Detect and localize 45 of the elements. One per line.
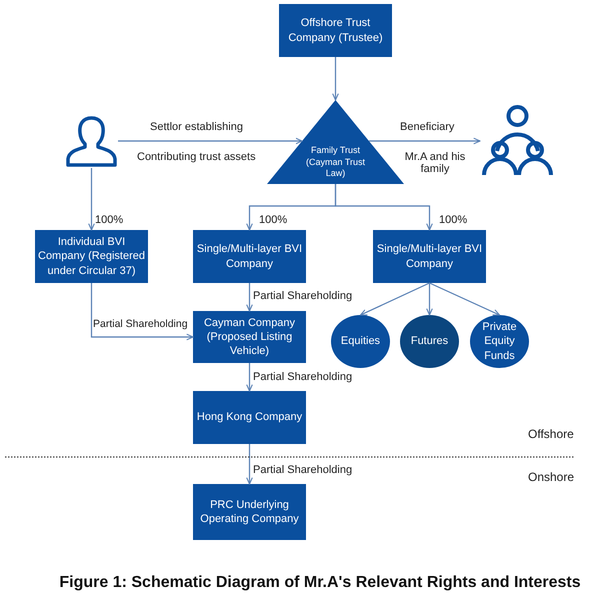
edge-label: 100% <box>259 214 288 226</box>
node-text: Single/Multi-layer BVI Company <box>376 242 483 271</box>
company-box <box>193 391 306 444</box>
node-text: Cayman Company (Proposed Listing Vehicle) <box>202 316 296 358</box>
node-text: Equities <box>340 334 380 349</box>
arrow <box>332 57 339 101</box>
arrow <box>90 283 194 340</box>
arrow <box>118 138 303 144</box>
edge-label: Partial Shareholding <box>93 318 188 330</box>
figure-caption: Figure 1: Schematic Diagram of Mr.A's Relevant Rights and Interests <box>58 574 582 592</box>
note-label: Contributing trust assets <box>137 151 256 163</box>
company-box <box>193 311 306 363</box>
company-box <box>193 230 306 283</box>
company-box <box>193 484 306 540</box>
node-text: Futures <box>410 334 448 349</box>
node-text: Family Trust (Cayman Trust Law) <box>304 144 366 180</box>
arrow <box>246 283 253 312</box>
edge-label: 100% <box>95 214 124 226</box>
arrow <box>429 282 500 316</box>
edge-label: 100% <box>439 214 468 226</box>
node-text: Private Equity Funds <box>481 320 518 363</box>
person-icon <box>65 115 118 168</box>
node-text: Offshore Trust Company (Trustee) <box>287 16 384 45</box>
note-label: Onshore <box>528 470 574 484</box>
arrow <box>426 283 433 316</box>
edge-label: Partial Shareholding <box>253 371 352 383</box>
node-text: Individual BVI Company (Registered under Circular 37) <box>38 235 145 278</box>
node-text: Single/Multi-layer BVI Company <box>196 242 303 271</box>
company-box <box>373 230 486 283</box>
arrow <box>88 168 95 231</box>
edge-label: Partial Shareholding <box>253 290 352 302</box>
arrow <box>246 363 253 392</box>
note-label: Offshore <box>528 427 574 441</box>
node-text: PRC Underlying Operating Company <box>199 498 300 526</box>
arrow <box>368 138 481 144</box>
arrow <box>334 184 433 231</box>
arrow <box>360 282 430 316</box>
node-text: Hong Kong Company <box>196 410 302 425</box>
edge-label: Beneficiary <box>400 121 454 133</box>
edge-label: Settlor establishing <box>150 121 243 133</box>
note-label: Mr.A and his family <box>404 151 466 175</box>
edge-label: Partial Shareholding <box>253 464 352 476</box>
arrow <box>246 444 253 485</box>
people-icon <box>480 104 555 177</box>
company-box <box>279 4 392 57</box>
